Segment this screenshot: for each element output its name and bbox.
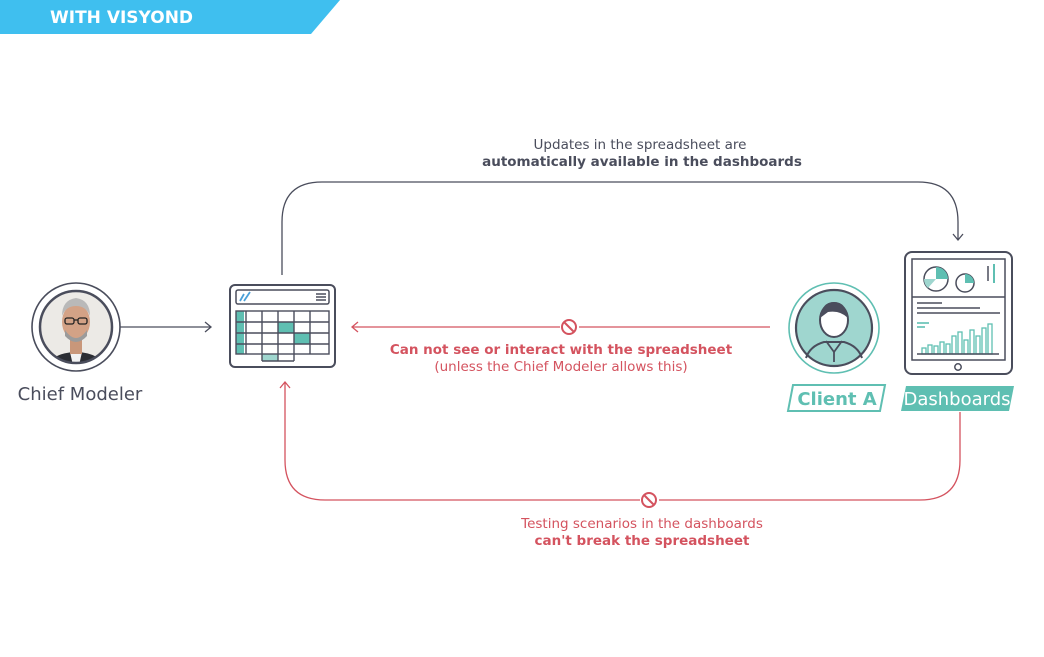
middle-flow-caption-line1: Can not see or interact with the spreads… bbox=[390, 342, 733, 358]
bottom-flow-connector bbox=[279, 380, 961, 508]
top-flow-connector bbox=[281, 181, 964, 275]
client-label: Client A bbox=[797, 389, 876, 410]
client-label-box: Client A bbox=[786, 384, 887, 412]
bottom-flow-caption-line1: Testing scenarios in the dashboards bbox=[520, 516, 763, 532]
banner-title: WITH VISYOND bbox=[50, 8, 193, 28]
client-to-spreadsheet-blocked-connector bbox=[350, 319, 770, 335]
header-banner: WITH VISYOND bbox=[0, 0, 340, 34]
chief-to-spreadsheet-arrow bbox=[120, 321, 213, 333]
arrowhead-up-icon bbox=[279, 380, 291, 389]
arrowhead-right-icon bbox=[204, 321, 213, 333]
arrowhead-left-icon bbox=[350, 321, 359, 333]
visyond-logo-icon bbox=[239, 291, 251, 302]
spreadsheet-icon bbox=[229, 284, 336, 368]
client-avatar bbox=[788, 282, 880, 374]
arrowhead-down-icon bbox=[952, 233, 964, 242]
chief-modeler-avatar bbox=[31, 282, 121, 372]
blocked-icon bbox=[561, 319, 577, 335]
top-flow-caption-line1: Updates in the spreadsheet are bbox=[534, 137, 747, 153]
middle-flow-caption-line2: (unless the Chief Modeler allows this) bbox=[434, 359, 687, 375]
dashboards-label-box: Dashboards bbox=[901, 386, 1014, 411]
dashboards-label: Dashboards bbox=[903, 389, 1010, 410]
top-flow-caption-line2: automatically available in the dashboard… bbox=[482, 154, 802, 170]
blocked-icon bbox=[641, 492, 657, 508]
bottom-flow-caption-line2: can't break the spreadsheet bbox=[535, 533, 750, 549]
chief-modeler-label: Chief Modeler bbox=[18, 384, 143, 405]
dashboard-tablet-icon bbox=[904, 251, 1013, 375]
